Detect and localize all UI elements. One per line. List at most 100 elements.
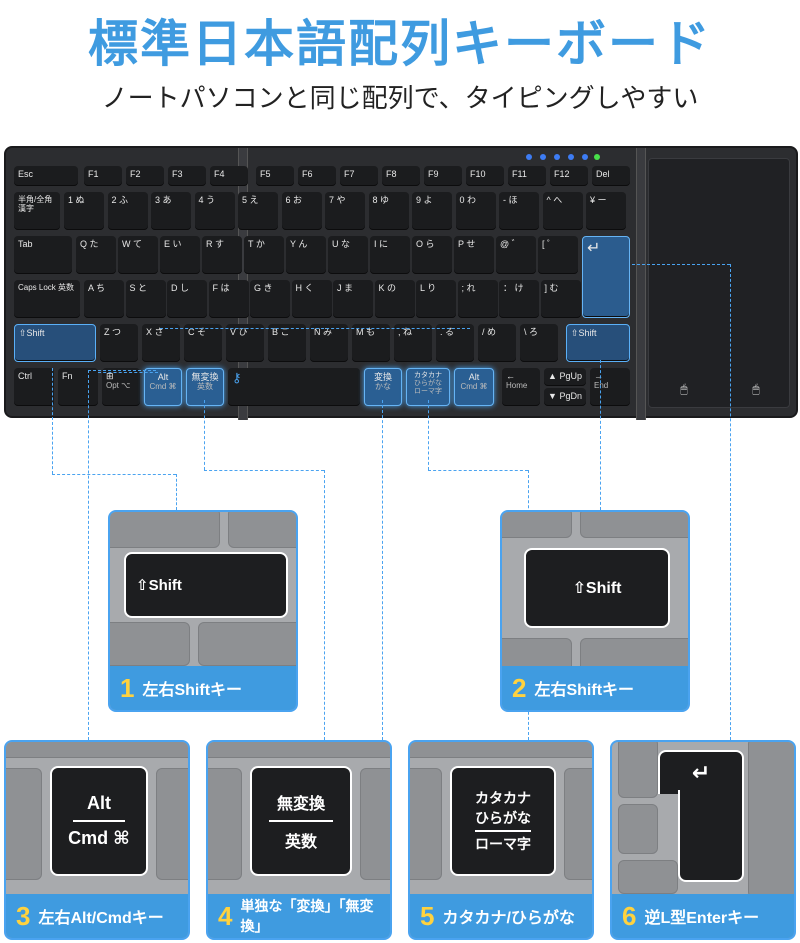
key-pgup[interactable]: ▲ PgUp: [544, 368, 586, 386]
key-z-row-9[interactable]: / め: [478, 324, 516, 362]
key-katakana-label: カタカナ: [414, 372, 442, 379]
key-f12[interactable]: F12: [550, 166, 588, 186]
key-f11[interactable]: F11: [508, 166, 546, 186]
key-f4[interactable]: F4: [210, 166, 248, 186]
connector: [204, 470, 324, 471]
key-q-row-4[interactable]: T か: [244, 236, 284, 274]
key-q-row-9[interactable]: P せ: [454, 236, 494, 274]
key-z-row-10[interactable]: \ ろ: [520, 324, 558, 362]
key-num-10[interactable]: - ほ: [499, 192, 539, 230]
key-q-row-5[interactable]: Y ん: [286, 236, 326, 274]
key-end[interactable]: →End: [590, 368, 630, 406]
arrow-left-icon: ←: [506, 371, 515, 381]
key-num-3[interactable]: 4 う: [194, 192, 235, 230]
key-f8[interactable]: F8: [382, 166, 420, 186]
key-z-row-6[interactable]: M も: [352, 324, 390, 362]
key-z-row-3[interactable]: V ひ: [226, 324, 264, 362]
key-num-12[interactable]: ¥ ー: [586, 192, 626, 230]
key-tab[interactable]: Tab: [14, 236, 72, 274]
key-pgdn[interactable]: ▼ PgDn: [544, 388, 586, 406]
key-a-row-7[interactable]: K の: [374, 280, 415, 318]
key-a-row-10[interactable]: ： け: [499, 280, 539, 318]
key-num-11[interactable]: ^ へ: [542, 192, 583, 230]
key-f1[interactable]: F1: [84, 166, 122, 186]
key-a-row-6[interactable]: J ま: [333, 280, 373, 318]
connector: [176, 474, 177, 510]
key-muhenkan[interactable]: 無変換英数: [186, 368, 224, 406]
ghost-key: [110, 512, 220, 548]
key-a-row-11[interactable]: ] む: [540, 280, 581, 318]
key-a-row-5[interactable]: H く: [291, 280, 332, 318]
key-num-1[interactable]: 2 ふ: [107, 192, 148, 230]
key-f9[interactable]: F9: [424, 166, 462, 186]
key-left-shift-label: Shift: [26, 328, 45, 338]
key-ctrl[interactable]: Ctrl: [14, 368, 54, 406]
key-z-row-5[interactable]: N み: [310, 324, 348, 362]
ghost-key: [618, 804, 658, 854]
key-num-4[interactable]: 5 え: [238, 192, 278, 230]
key-a-row-9[interactable]: ; れ: [457, 280, 498, 318]
key-capslock[interactable]: Caps Lock 英数: [14, 280, 80, 318]
key-a-row-8[interactable]: L り: [416, 280, 456, 318]
key-q-row-8[interactable]: O ら: [412, 236, 452, 274]
key-a-row-1[interactable]: S と: [125, 280, 166, 318]
key-num-2[interactable]: 3 あ: [151, 192, 191, 230]
enter-key-zoom-lower: [678, 790, 744, 882]
key-num-8[interactable]: 9 よ: [412, 192, 452, 230]
key-q-row-0[interactable]: Q た: [76, 236, 116, 274]
key-right-shift[interactable]: ⇧Shift: [566, 324, 630, 362]
key-z-row-2[interactable]: C そ: [184, 324, 222, 362]
key-fn[interactable]: Fn: [58, 368, 98, 406]
key-q-row-2[interactable]: E い: [160, 236, 200, 274]
key-q-row-7[interactable]: I に: [370, 236, 410, 274]
key-left-shift[interactable]: ⇧Shift: [14, 324, 96, 362]
key-f6[interactable]: F6: [298, 166, 336, 186]
touchpad[interactable]: 🖱 🖱: [648, 158, 790, 408]
right-click-mouse-icon[interactable]: 🖱: [752, 382, 760, 396]
key-a-row-2[interactable]: D し: [167, 280, 207, 318]
key-z-row-1[interactable]: X さ: [142, 324, 180, 362]
key-z-row-4[interactable]: B こ: [268, 324, 306, 362]
key-num-7[interactable]: 8 ゆ: [368, 192, 409, 230]
key-del[interactable]: Del: [592, 166, 630, 186]
key-f10[interactable]: F10: [466, 166, 504, 186]
key-space[interactable]: ⚷: [228, 368, 360, 406]
key-opt[interactable]: ⊞Opt ⌥: [102, 368, 140, 406]
key-f2[interactable]: F2: [126, 166, 164, 186]
key-esc[interactable]: Esc: [14, 166, 78, 186]
key-a-row-4[interactable]: G き: [250, 280, 290, 318]
key-num-6[interactable]: 7 や: [325, 192, 365, 230]
key-q-row-3[interactable]: R す: [202, 236, 242, 274]
key-henkan[interactable]: 変換かな: [364, 368, 402, 406]
panel-caption: 3 左右Alt/Cmdキー: [6, 894, 188, 938]
key-z-row-0[interactable]: Z つ: [100, 324, 138, 362]
connector: [428, 400, 429, 470]
connector: [382, 400, 383, 740]
key-hankaku[interactable]: 半角/全角 漢字: [14, 192, 60, 230]
key-num-0[interactable]: 1 ぬ: [64, 192, 104, 230]
key-a-row-0[interactable]: A ち: [84, 280, 124, 318]
page-subtitle: ノートパソコンと同じ配列で、タイピングしやすい: [101, 83, 699, 113]
key-a-row-3[interactable]: F は: [208, 280, 249, 318]
key-f3[interactable]: F3: [168, 166, 206, 186]
key-home[interactable]: ←Home: [502, 368, 540, 406]
key-f5[interactable]: F5: [256, 166, 294, 186]
key-q-row-11[interactable]: [ ゜: [538, 236, 578, 274]
key-num-5[interactable]: 6 お: [281, 192, 322, 230]
key-q-row-6[interactable]: U な: [328, 236, 368, 274]
detail-panel-2: ⇧Shift 2 左右Shiftキー: [500, 510, 690, 712]
eisu-label: 英数: [284, 834, 317, 851]
key-f7[interactable]: F7: [340, 166, 378, 186]
key-z-row-8[interactable]: . る: [436, 324, 474, 362]
left-click-mouse-icon[interactable]: 🖱: [680, 382, 688, 396]
key-num-9[interactable]: 0 わ: [455, 192, 496, 230]
key-q-row-10[interactable]: @ ゛: [496, 236, 536, 274]
key-q-row-1[interactable]: W て: [118, 236, 158, 274]
key-enter[interactable]: ↵: [582, 236, 630, 318]
ghost-key: [360, 768, 390, 880]
ghost-key: [410, 768, 442, 880]
enter-key-zoom: ↵: [658, 750, 744, 794]
key-z-row-7[interactable]: , ね: [394, 324, 432, 362]
